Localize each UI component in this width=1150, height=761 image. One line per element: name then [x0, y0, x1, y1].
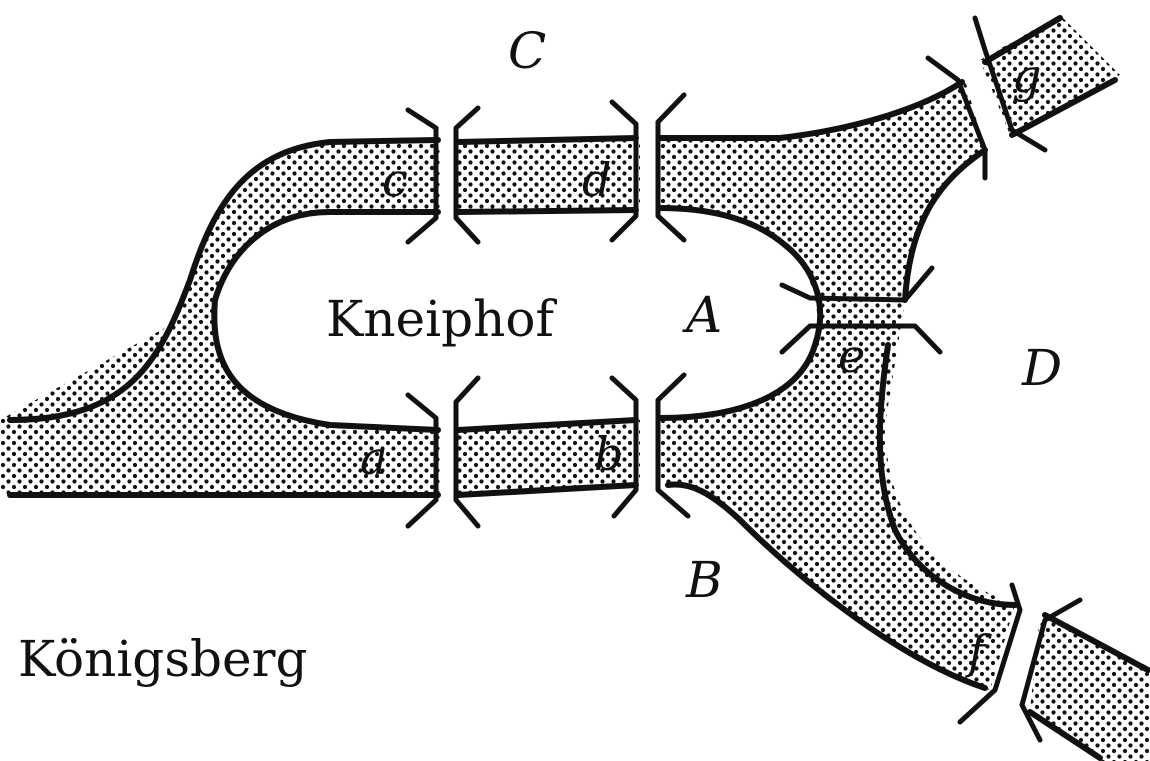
- city-label: Königsberg: [18, 630, 307, 688]
- bridge-g: [925, 15, 1048, 181]
- bridge-e: [779, 265, 943, 355]
- bridge-c: [405, 105, 481, 245]
- river-se-stream: [1030, 615, 1150, 761]
- kneiphof-shore-south-mid: [455, 417, 639, 433]
- se-stream-bank-upper: [1042, 612, 1150, 673]
- south-bank-mid: [455, 482, 639, 498]
- river-east-basin: [655, 80, 1015, 690]
- north-bank-mid: [455, 135, 639, 145]
- bridge-b: [609, 372, 691, 519]
- bridge-a-label: a: [360, 431, 387, 485]
- bridges: [405, 15, 1083, 743]
- region-b-label: B: [685, 551, 723, 609]
- river-south-channel: [455, 420, 640, 495]
- region-d-shore-lower: [876, 342, 1018, 608]
- river-west-trunk: [0, 300, 440, 495]
- bridge-b-label: b: [594, 427, 623, 481]
- north-bank-left: [7, 137, 441, 423]
- labels: Königsberg Kneiphof A B C D a b c d e f …: [18, 22, 1062, 688]
- region-c-label: C: [508, 22, 546, 80]
- ne-stream-bank-upper: [982, 15, 1063, 65]
- kneiphof-shore: [211, 209, 441, 433]
- bridge-d: [609, 92, 687, 243]
- region-d-shore-upper: [902, 147, 988, 303]
- ne-stream-bank-lower: [1009, 77, 1118, 138]
- north-bank-right: [657, 79, 965, 141]
- kneiphof-label: Kneiphof: [326, 290, 557, 348]
- bridge-f: [957, 582, 1083, 743]
- bridge-e-label: e: [838, 329, 865, 383]
- river-north-channel: [455, 138, 640, 212]
- region-d-label: D: [1021, 339, 1062, 397]
- shorelines: [7, 15, 1150, 761]
- bridge-d-label: d: [582, 153, 611, 207]
- bridge-c-label: c: [382, 153, 408, 207]
- bridge-a: [405, 375, 481, 529]
- kneiphof-shore-north-mid: [455, 207, 639, 215]
- south-bank-right: [665, 481, 988, 691]
- se-stream-bank-lower: [1027, 709, 1103, 761]
- bridge-g-label: g: [1012, 49, 1041, 103]
- region-a-label: A: [682, 286, 722, 344]
